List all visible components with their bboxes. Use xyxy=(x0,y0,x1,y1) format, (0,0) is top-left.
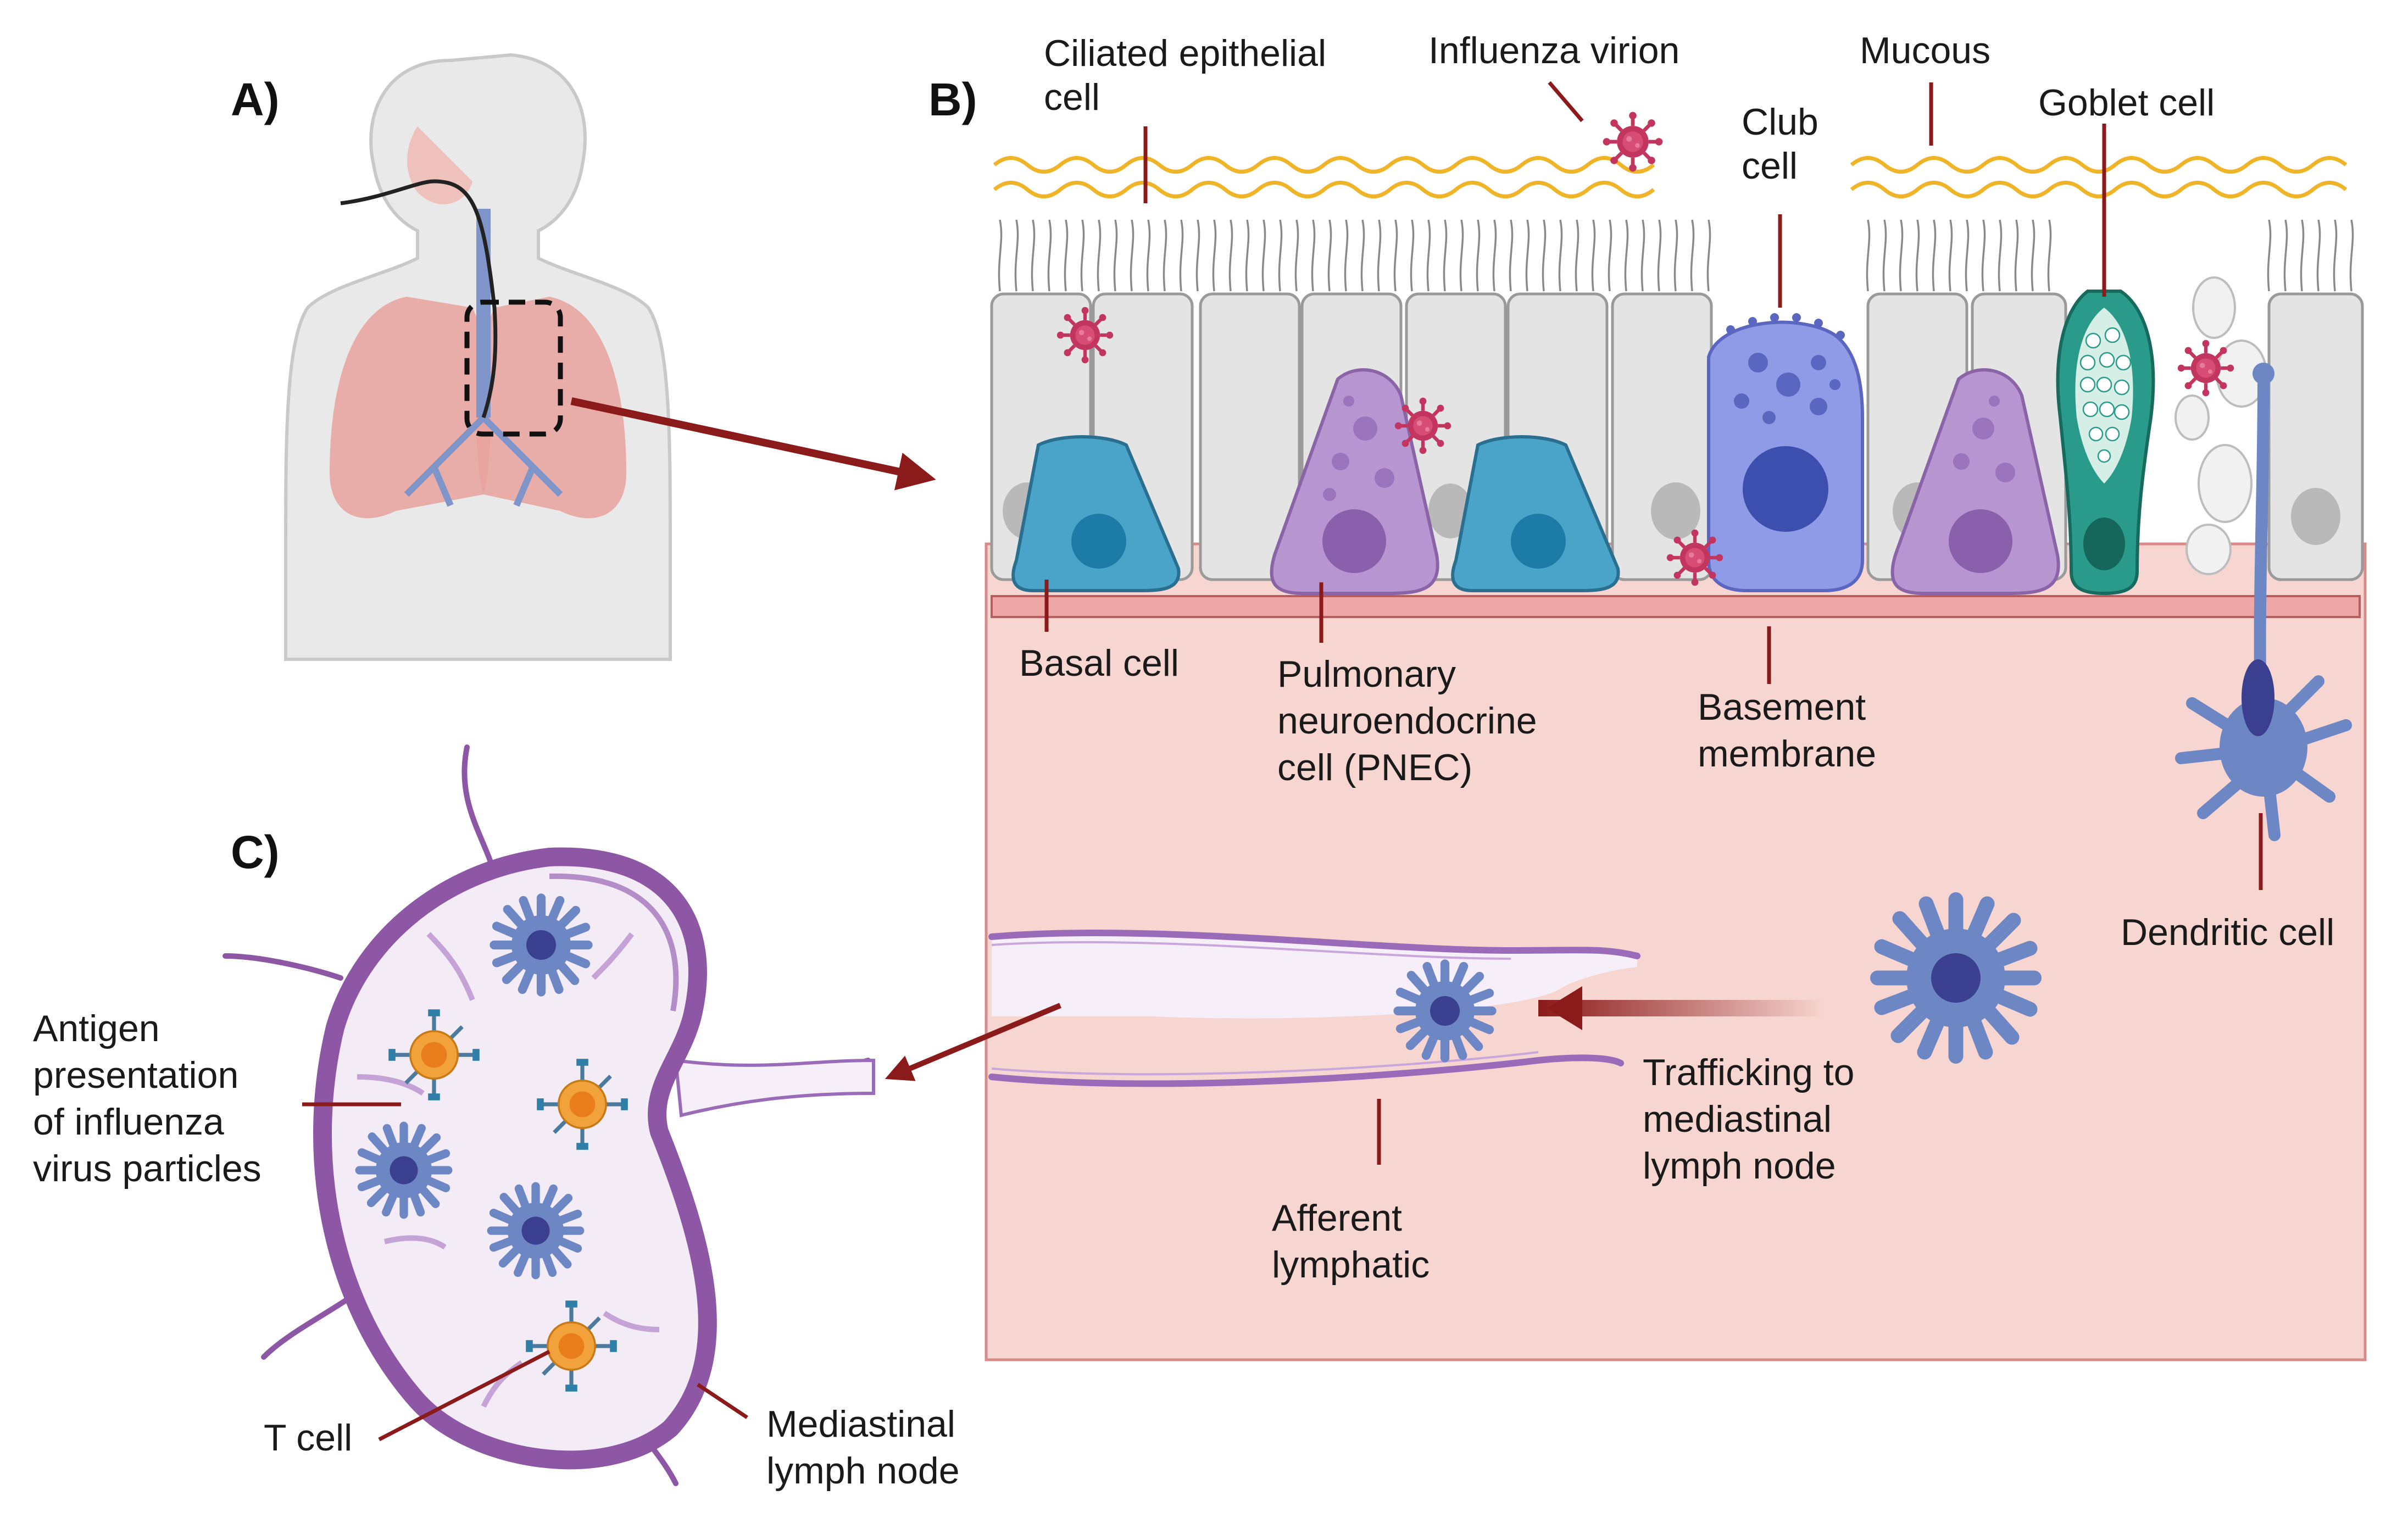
human-torso-icon xyxy=(284,53,672,661)
label-pnec-1: Pulmonary xyxy=(1277,653,1456,695)
label-trafficking-2: mediastinal xyxy=(1643,1098,1832,1140)
leader-lines xyxy=(302,81,2263,1442)
label-antigen-2: presentation xyxy=(33,1054,238,1096)
label-afferent-1: Afferent xyxy=(1272,1197,1402,1239)
afferent-lymphatic xyxy=(988,930,1640,1087)
label-antigen-3: of influenza xyxy=(33,1101,224,1143)
label-mediastinal-1: Mediastinal xyxy=(766,1403,955,1445)
label-mediastinal-2: lymph node xyxy=(766,1450,960,1492)
zoom-arrow xyxy=(570,397,936,491)
label-dendritic: Dendritic cell xyxy=(2121,911,2334,953)
to-node-arrow xyxy=(885,1003,1061,1081)
dendritic-cell-icon xyxy=(1878,900,2034,1057)
label-club-1: Club xyxy=(1742,101,1818,143)
label-mucous: Mucous xyxy=(1860,30,1990,71)
panel-b-label: B) xyxy=(928,74,977,125)
label-trafficking-3: lymph node xyxy=(1643,1145,1836,1187)
label-basement-2: membrane xyxy=(1698,733,1876,775)
secreted-mucus xyxy=(2174,276,2267,575)
label-goblet: Goblet cell xyxy=(2038,82,2215,124)
label-basement-1: Basement xyxy=(1698,686,1866,728)
mucus-layer xyxy=(993,156,2348,198)
goblet-cell xyxy=(2056,290,2155,596)
label-pnec-3: cell (PNEC) xyxy=(1277,747,1472,788)
lymph-node-icon xyxy=(223,744,875,1486)
label-tcell: T cell xyxy=(264,1417,352,1459)
trafficking-arrow-head xyxy=(1547,986,1582,1030)
trafficking-arrow-shaft xyxy=(1538,1000,1824,1016)
panel-b: B) xyxy=(928,74,2367,1361)
label-antigen-4: virus particles xyxy=(33,1148,262,1189)
panel-c-label: C) xyxy=(231,826,280,878)
label-antigen-1: Antigen xyxy=(33,1008,160,1049)
label-basal: Basal cell xyxy=(1019,642,1179,684)
panel-a: A) xyxy=(231,53,936,661)
cilia xyxy=(998,219,2354,292)
label-trafficking-1: Trafficking to xyxy=(1643,1052,1855,1093)
label-club-2: cell xyxy=(1742,145,1798,187)
basal-cell xyxy=(1011,435,1620,592)
label-afferent-2: lymphatic xyxy=(1272,1244,1430,1286)
panel-c: C) xyxy=(223,744,1061,1486)
club-cell xyxy=(1707,313,1864,592)
basement-membrane xyxy=(991,595,2361,618)
label-ciliated-2: cell xyxy=(1044,76,1100,118)
dendritic-cell xyxy=(2175,363,2352,841)
label-ciliated-1: Ciliated epithelial xyxy=(1044,32,1326,74)
panel-a-label: A) xyxy=(231,74,280,125)
label-influenza-virion: Influenza virion xyxy=(1428,30,1679,71)
text-labels: Ciliated epithelial cell Influenza virio… xyxy=(33,30,2334,1492)
label-pnec-2: neuroendocrine xyxy=(1277,700,1537,742)
